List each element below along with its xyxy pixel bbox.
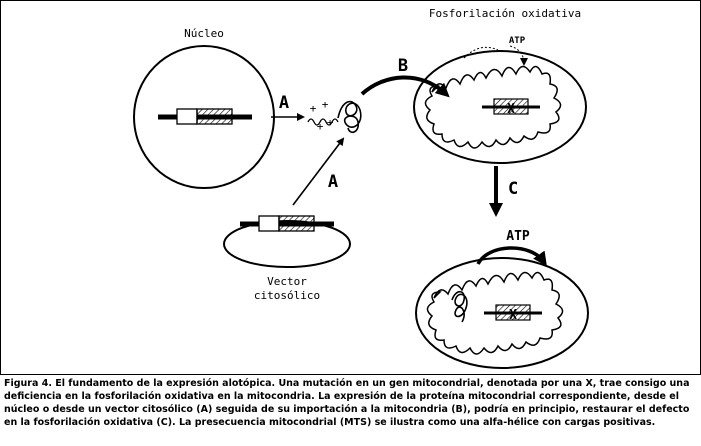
charge-symbol: +: [310, 102, 317, 115]
alotopic-expression-diagram: Núcleo A + + + + A Vector citosólico: [133, 7, 589, 369]
nuclear-gene: [158, 108, 252, 125]
arrow-a-label: A: [279, 93, 289, 113]
oxphos-label: Fosforilación oxidativa: [429, 7, 581, 20]
mitochondrial-gene-mutated-bottom: X: [484, 304, 542, 323]
arrow-a2-label: A: [328, 172, 338, 192]
precursor-protein: + + + +: [307, 98, 362, 134]
vector-gene: [240, 215, 334, 232]
mutation-mark-bottom: X: [509, 308, 517, 323]
charge-symbol: +: [327, 116, 334, 129]
mutation-mark: X: [507, 102, 515, 117]
charge-symbol: +: [322, 98, 329, 111]
cytosolic-vector: Vector citosólico: [223, 215, 351, 302]
arrow-c-restore: C: [489, 166, 518, 217]
vector-label-line1: Vector: [267, 275, 307, 288]
atp-label-bottom: ATP: [506, 229, 530, 244]
vector-label-line2: citosólico: [254, 289, 320, 302]
atp-label-small: ATP: [509, 36, 526, 46]
nucleus: Núcleo: [133, 27, 275, 189]
mitochondrion-restored: ATP X: [415, 229, 589, 369]
imported-protein: [451, 290, 468, 323]
arrow-a-from-vector: A: [292, 137, 345, 206]
figure-frame: [0, 0, 701, 375]
arrow-a-from-nucleus: A: [271, 93, 305, 121]
figure-caption: Figura 4. El fundamento de la expresión …: [4, 378, 690, 428]
mitochondrion-defective: Fosforilación oxidativa ATP X: [413, 7, 587, 164]
arrow-b-label: B: [398, 56, 408, 76]
charge-symbol: +: [317, 120, 324, 133]
arrow-c-label: C: [508, 179, 518, 199]
nucleus-label: Núcleo: [184, 27, 224, 40]
mitochondrial-gene-mutated: X: [482, 98, 540, 117]
